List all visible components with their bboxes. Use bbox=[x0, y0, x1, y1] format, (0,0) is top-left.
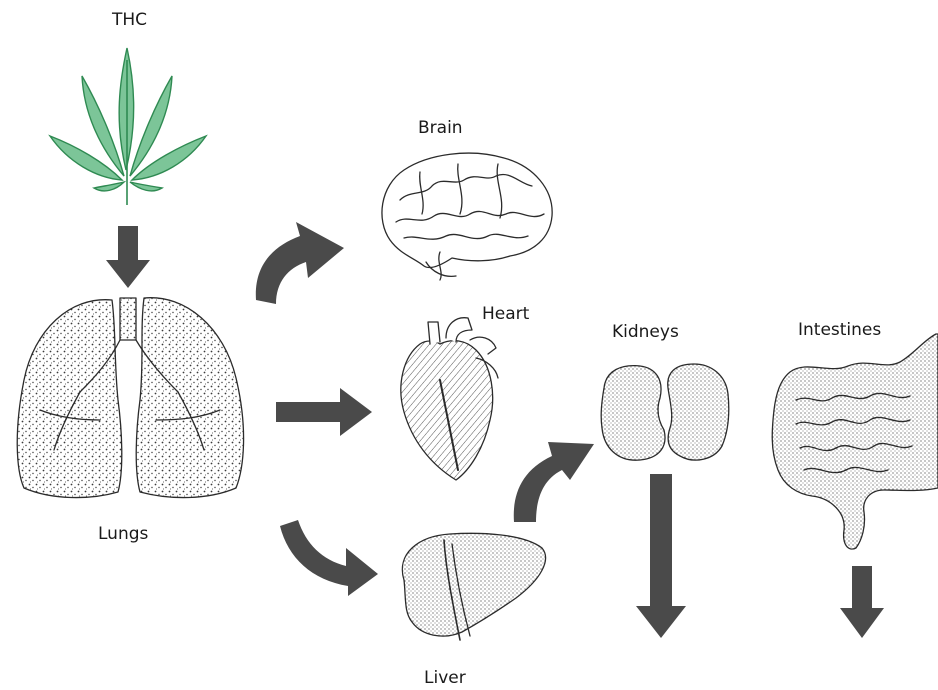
arrow-lungs-to-liver bbox=[280, 520, 378, 596]
brain-icon bbox=[382, 153, 552, 280]
cannabis-leaf-icon bbox=[50, 48, 206, 205]
lungs-icon bbox=[17, 298, 243, 498]
arrow-kidneys-down bbox=[636, 474, 686, 638]
heart-icon bbox=[401, 318, 498, 480]
intestines-icon bbox=[772, 334, 938, 549]
arrow-lungs-to-brain bbox=[256, 222, 344, 304]
liver-icon bbox=[402, 533, 545, 640]
arrow-liver-to-kidneys bbox=[514, 442, 594, 522]
kidneys-icon bbox=[601, 364, 729, 460]
arrow-intestines-down bbox=[840, 566, 884, 638]
arrow-lungs-to-heart bbox=[276, 388, 372, 436]
arrow-leaf-to-lungs bbox=[106, 226, 150, 288]
